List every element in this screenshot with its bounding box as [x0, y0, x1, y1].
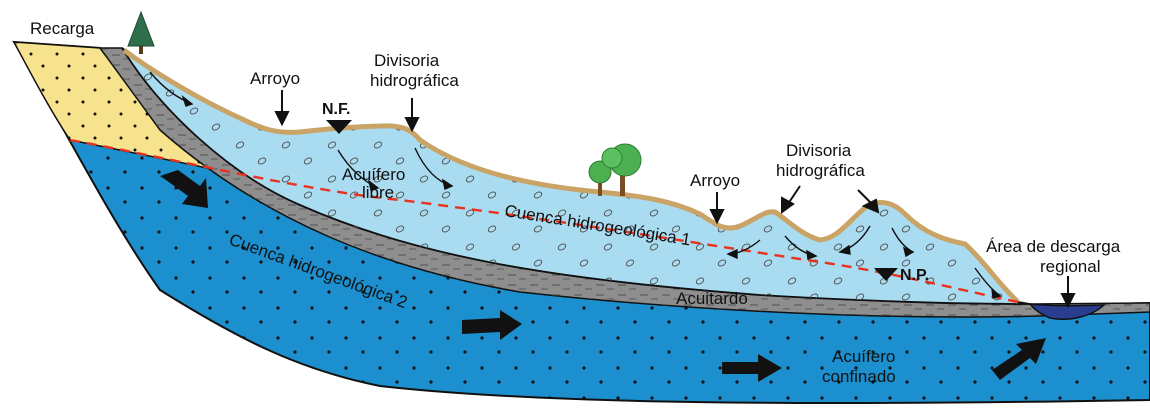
divisoria-label-1-line1: Divisoria [374, 51, 440, 70]
descarga-label-line2: regional [1040, 257, 1101, 276]
nf-label: N.F. [322, 101, 350, 118]
acuifero-confinado-label-line2: confinado [822, 367, 896, 386]
acuifero-confinado-label-line1: Acuífero [832, 347, 895, 366]
acuifero-libre-label-line1: Acuífero [342, 165, 405, 184]
arroyo-label-2: Arroyo [690, 171, 740, 190]
descarga-label-line1: Área de descarga [986, 237, 1121, 256]
divisoria-label-2-line2: hidrográfica [776, 161, 865, 180]
oak-tree-icon [589, 144, 641, 196]
pine-tree-icon [128, 12, 154, 54]
divisoria-label-2-line1: Divisoria [786, 141, 852, 160]
acuifero-libre-label-line2: libre [362, 183, 394, 202]
recarga-label: Recarga [30, 19, 95, 38]
arroyo-label-1: Arroyo [250, 69, 300, 88]
divisoria-label-1-line2: hidrográfica [370, 71, 459, 90]
np-label: N.P. [900, 267, 929, 284]
acuitardo-label: Acuitardo [676, 289, 748, 308]
